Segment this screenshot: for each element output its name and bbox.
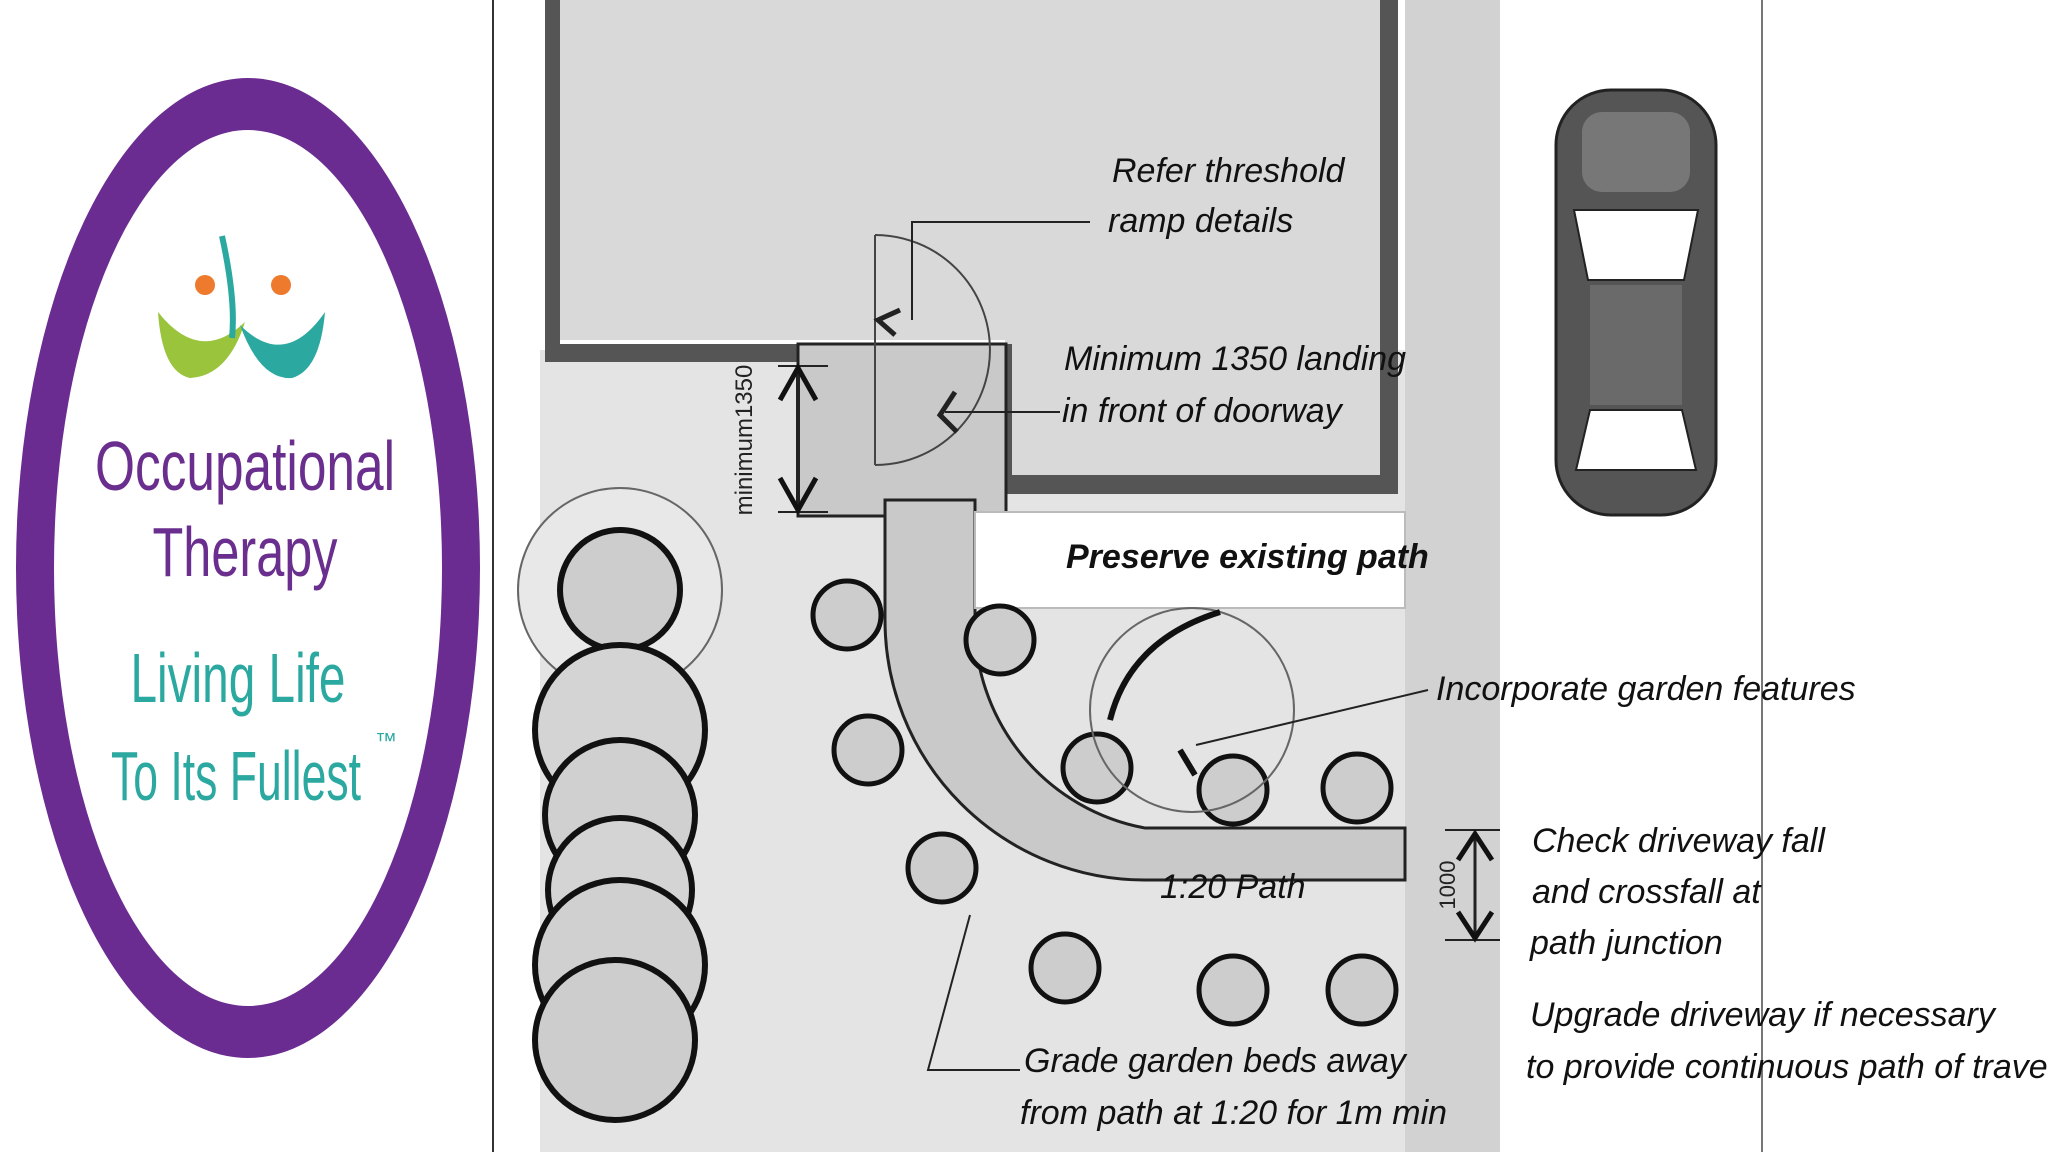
threshold-note-2: ramp details	[1108, 202, 1293, 240]
tree-row	[517, 487, 723, 1123]
shrub	[1325, 953, 1399, 1027]
shrub	[810, 578, 884, 652]
driveway-note-2: and crossfall at	[1532, 873, 1762, 911]
logo-trademark: ™	[375, 728, 397, 753]
garden-feature-area	[1089, 607, 1295, 813]
shrub	[963, 603, 1037, 677]
grade-note-2: from path at 1:20 for 1m min	[1020, 1094, 1447, 1132]
entry-landing	[796, 342, 1008, 518]
car-icon	[1554, 88, 1718, 517]
threshold-note-1: Refer threshold	[1112, 152, 1346, 190]
garden-features-note: Incorporate garden features	[1436, 670, 1856, 708]
path-width-label: 1000	[1435, 861, 1460, 910]
preserve-path-note: Preserve existing path	[1066, 538, 1429, 576]
tree	[532, 957, 698, 1123]
door-swing-icon	[874, 234, 991, 466]
driveway-note-3: path junction	[1529, 924, 1723, 962]
shrub	[905, 831, 979, 905]
path-width-dimension	[1445, 829, 1500, 943]
landing-note-2: in front of doorway	[1062, 392, 1344, 430]
landing-dimension-label: minimum1350	[731, 365, 758, 516]
shrub	[1196, 953, 1270, 1027]
ot-logo: Occupational Therapy Living Life To Its …	[16, 78, 480, 1058]
upgrade-note-1: Upgrade driveway if necessary	[1530, 996, 1997, 1034]
shrub	[1060, 731, 1134, 805]
path-gradient-label: 1:20 Path	[1160, 868, 1306, 906]
landing-dimension	[777, 362, 828, 516]
preserved-path	[974, 511, 1406, 609]
garden-feature-icon	[1107, 609, 1221, 777]
logo-inner	[54, 130, 442, 1006]
shrubs	[810, 578, 1399, 1027]
house-floor	[545, 0, 1395, 490]
landing-note-1: Minimum 1350 landing	[1064, 340, 1406, 378]
upgrade-note-2: to provide continuous path of travel	[1526, 1048, 2048, 1086]
plan-notes: Refer threshold ramp details Minimum 135…	[1020, 152, 2048, 1132]
shrub	[1028, 931, 1102, 1005]
shrub	[1196, 753, 1270, 827]
logo-line-3: Living Life	[131, 639, 346, 717]
grade-note-1: Grade garden beds away	[1024, 1042, 1408, 1080]
shrub	[1320, 751, 1394, 825]
site-plan: minimum1350 1000	[492, 0, 2048, 1152]
leader-lines	[873, 221, 1429, 1071]
shrub	[831, 713, 905, 787]
logo-emblem-icon	[158, 235, 325, 379]
logo-line-2: Therapy	[153, 513, 338, 591]
logo-line-4: To Its Fullest	[111, 737, 361, 815]
logo-line-1: Occupational	[95, 427, 395, 505]
curved-path	[883, 498, 1407, 882]
tree	[557, 527, 683, 653]
driveway-strip	[1405, 0, 1500, 1152]
driveway-note-1: Check driveway fall	[1532, 822, 1826, 860]
